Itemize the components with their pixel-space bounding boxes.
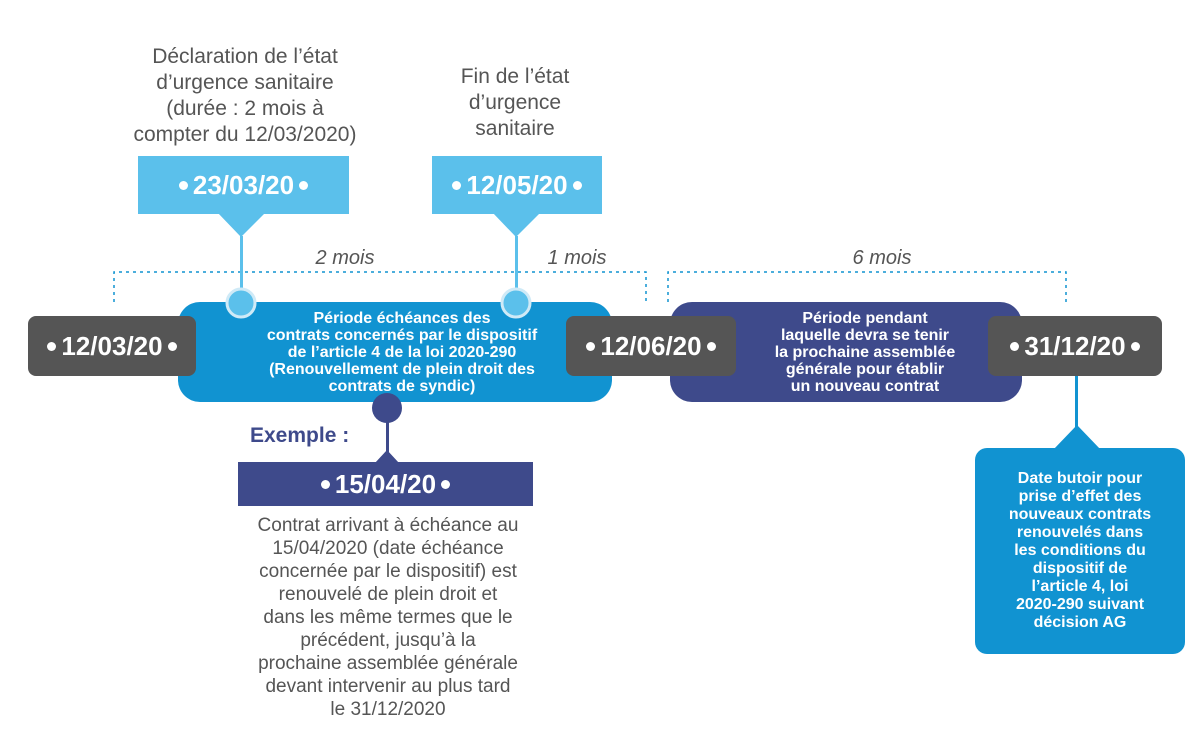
deadline-box [975,448,1185,654]
flag-150420: 15/04/20 [238,462,533,506]
span-bracket-right [667,271,1067,302]
period-bar-1 [178,302,612,402]
flag-120520: 12/05/20 [432,156,602,214]
span-brackets [113,271,1067,302]
dot-icon [1130,341,1140,351]
dot-icon [299,180,309,190]
deadline-text: Date butoir pour prise d’effet des nouve… [1008,470,1152,631]
dot-icon [452,180,462,190]
connector-230320 [240,236,243,294]
annotation-declaration: Déclaration de l’état d’urgence sanitair… [133,45,357,146]
dot-icon [586,341,596,351]
flag-bg-230320 [138,156,349,214]
deadline-pointer [1053,425,1101,450]
tag-end-date: 31/12/20 [988,316,1162,376]
marker-circle-230320 [225,287,257,319]
flag-pointer-230320 [217,212,266,237]
connector-150420 [386,420,389,452]
tag-mid-date: 12/06/20 [566,316,736,376]
flag-pointer-120520 [492,212,541,237]
span-bracket-left [113,271,647,302]
dot-icon [47,341,57,351]
marker-circle-120520 [500,287,532,319]
tag-bg-end [988,316,1162,376]
dot-icon [572,180,582,190]
connector-deadline [1075,375,1078,427]
tag-start-date: 12/03/20 [28,316,196,376]
dot-icon [178,180,188,190]
marker-circle-150420 [372,393,402,423]
example-text: Contrat arrivant à échéance au 15/04/202… [257,515,519,720]
connector-120520 [515,236,518,294]
period-1-text: Période échéances des contrats concernés… [266,309,538,395]
dot-icon [706,341,716,351]
dot-icon [320,479,330,489]
flag-230320: 23/03/20 [138,156,349,214]
period-bar-2 [670,302,1022,402]
dot-icon [441,479,451,489]
dot-icon [167,341,177,351]
dot-icon [1010,341,1020,351]
period-2-text: Période pendant laquelle devra se tenir … [774,309,956,395]
tag-bg-mid [566,316,736,376]
tag-bg-start [28,316,196,376]
example-label: Exemple : [250,424,350,447]
span-label-6-mois: 6 mois [852,247,912,269]
annotation-fin: Fin de l’état d’urgence sanitaire [460,65,570,140]
flag-bg-150420 [238,462,533,506]
span-label-1-mois: 1 mois [547,247,607,269]
span-label-2-mois: 2 mois [315,247,375,269]
